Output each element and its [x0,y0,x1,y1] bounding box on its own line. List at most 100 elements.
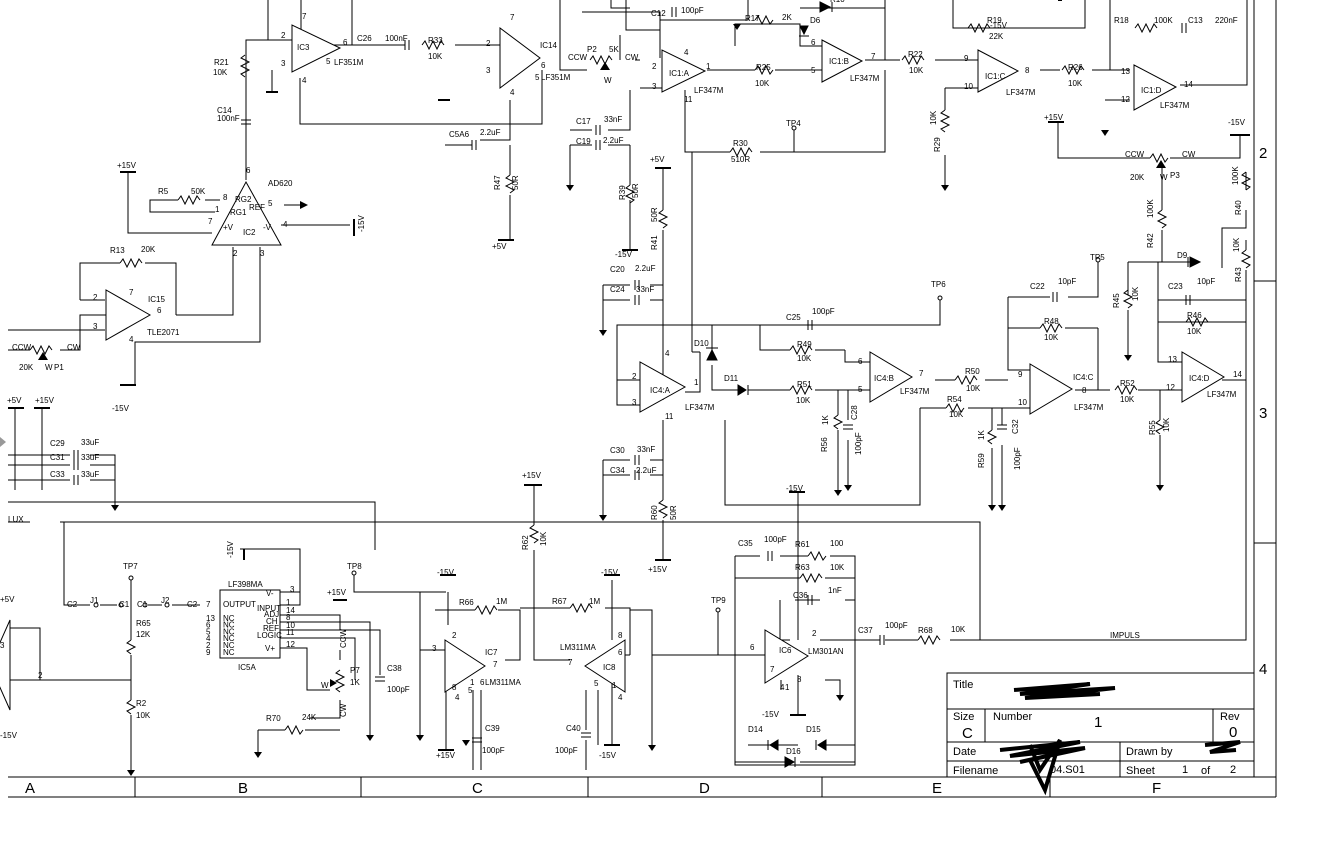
resistor-value: 10K [797,354,812,363]
resistor-ref: R49 [797,340,812,349]
zone-col-f: F [1152,780,1161,797]
pot-value: 20K [19,363,34,372]
pin-number: 2 [812,629,817,638]
pot-wipers [38,62,1166,687]
pot-cw: CW [1182,150,1196,159]
capacitor-ref: C36 [793,591,808,600]
capacitor-ref: C24 [610,285,625,294]
diode-ref: D10 [694,339,709,348]
of-label: of [1201,765,1211,777]
pin-number: 10 [1018,398,1027,407]
pin-number: 3 [632,398,637,407]
capacitor-value: 100pF [387,685,410,694]
pin-number: 7 [770,665,775,674]
pot-value: 1K [350,678,360,687]
pin-name: NC [223,614,235,623]
resistor-ref: R39 [618,185,627,200]
resistor-value: 10K [755,79,770,88]
capacitor-ref: C5A6 [449,130,470,139]
resistor-value: 10K [1068,79,1083,88]
rev-value: 0 [1229,724,1237,741]
resistor-ref: R59 [977,453,986,468]
sheet-label: Sheet [1126,765,1155,777]
pin-number: 5 [268,199,273,208]
pot-cw: CW [67,343,81,352]
resistor-ref: R26 [1068,63,1083,72]
resistor-value: 10K [951,625,966,634]
opamp-part: LF347M [1160,101,1190,110]
size-value: C [962,725,973,742]
capacitor-value: 2.2uF [636,466,657,475]
opamp-ref: IC7 [485,648,498,657]
collapse-arrow-icon[interactable] [0,437,6,447]
pot-cw: CW [339,703,348,717]
resistor-value: 1M [496,597,507,606]
pot-wiper: W [45,363,53,372]
capacitor-ref: C33 [50,470,65,479]
pin-number: 5 [206,627,211,636]
resistor-ref: R65 [136,619,151,628]
sh-ref: IC5A [238,663,256,672]
rev-label: Rev [1220,711,1240,723]
pin-number: 13 [1168,355,1177,364]
zone-col-b: B [238,780,248,797]
pin-number: 4 [455,693,460,702]
capacitor-ref: C20 [610,265,625,274]
pin-name: LOGIC [257,631,282,640]
date-label: Date [953,746,976,758]
pin-number: 11 [665,412,674,421]
pin-number: 6 [750,643,755,652]
pin-number: 7 [208,217,213,226]
resistor-value: 22K [989,32,1004,41]
pin-number: 7 [568,658,573,667]
of-value: 2 [1230,764,1236,776]
pin-number: 3 [652,82,657,91]
pot-ref: P3 [1170,171,1180,180]
jumper-ref: J2 [161,596,170,605]
zone-row-2: 2 [1259,145,1267,162]
supply-rail-label: -15V [990,21,1008,30]
opamp-part: LF347M [1006,88,1036,97]
resistor-ref: R5 [158,187,169,196]
capacitor-ref: C38 [387,664,402,673]
number-label: Number [993,711,1032,723]
resistor-value: 50R [650,207,659,222]
supply-rail-label: +15V [117,161,137,170]
pot-wiper: W [604,76,612,85]
size-label: Size [953,711,974,723]
capacitor-ref: C17 [576,117,591,126]
jumper-pin: C1 [119,600,130,609]
diode-ref: D15 [806,725,821,734]
pin-number: 7 [493,660,498,669]
pin-number: 4 [129,335,134,344]
supply-rail-label: -15V [786,484,804,493]
pin-number: 9 [964,54,969,63]
pin-number: 14 [1184,80,1193,89]
capacitor-value: 100pF [764,535,787,544]
opamp-ref: IC6 [779,646,792,655]
resistor-ref: R51 [797,380,812,389]
opamp-part: LM311MA [485,678,522,687]
pin-number: 7 [871,52,876,61]
pin-name: OUTPUT [223,600,256,609]
pin-number: 2 [93,293,98,302]
pin-name: INPUT [257,604,281,613]
diode-ref: D11 [724,374,739,383]
supply-rail-label: +5V [650,155,665,164]
pin-number: 6 [343,38,348,47]
pin-number: 1 [286,598,291,607]
resistor-ref: R67 [552,597,567,606]
supply-rail-label: -15V [112,404,130,413]
pin-number: 12 [286,640,295,649]
pin-number: 8 [1082,386,1087,395]
pin-number: 14 [286,606,295,615]
pin-number: 1 [612,681,617,690]
supply-rail-label: -15V [601,568,619,577]
net-label-lux: LUX [8,515,24,524]
capacitor-value: 100nF [385,34,408,43]
resistor-ref: R46 [1187,311,1202,320]
passive-symbols [29,1,1252,768]
capacitor-value: 100nF [217,114,240,123]
supply-rail-label: -15V [762,710,780,719]
